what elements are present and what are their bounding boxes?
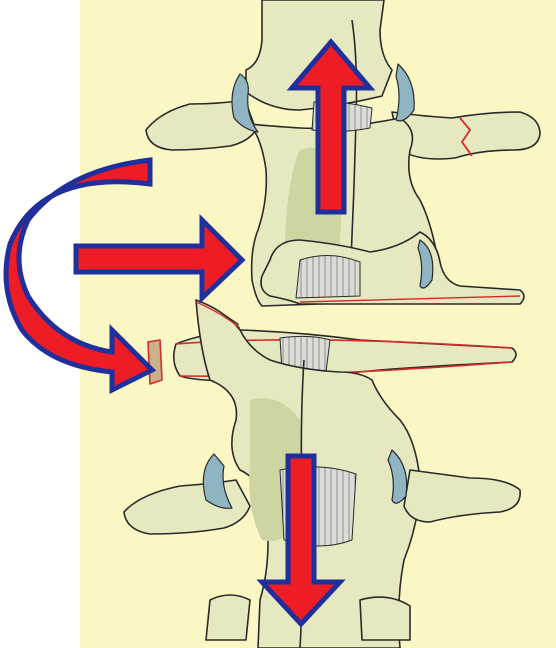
upper-lower-hatch bbox=[296, 255, 360, 298]
left-small-fragment bbox=[148, 340, 162, 384]
